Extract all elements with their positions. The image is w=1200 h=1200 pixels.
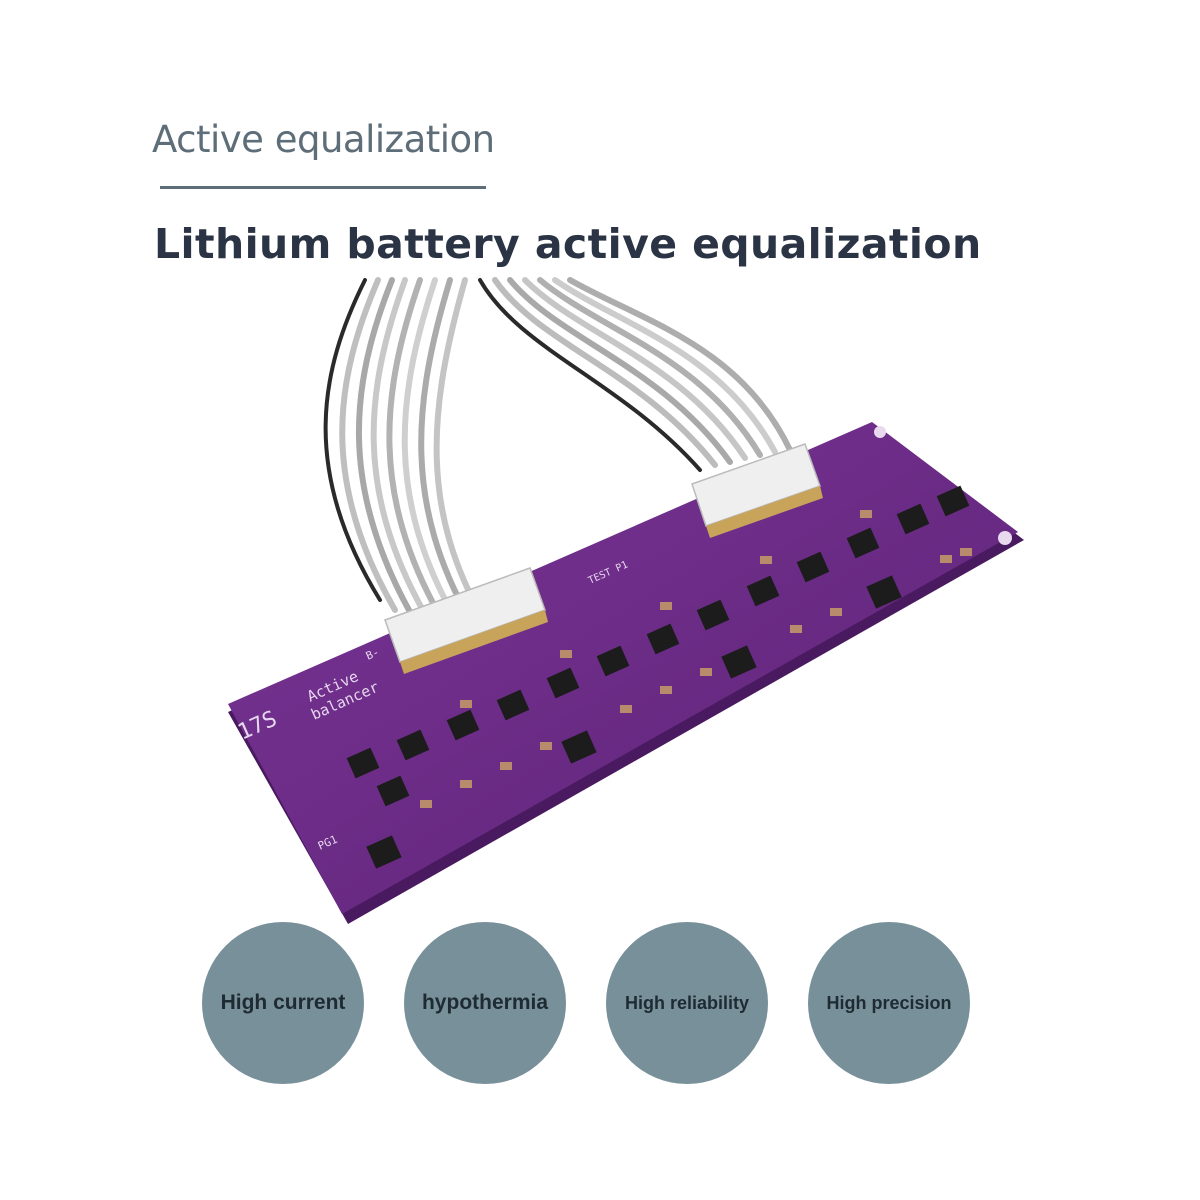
connector-right (691, 443, 823, 538)
feature-badge-high-reliability: High reliability (606, 922, 768, 1084)
product-image: 17S Active balancer B- TEST P1 PG1 (228, 277, 1024, 924)
feature-label: hypothermia (421, 991, 549, 1014)
wire-bundle (323, 277, 793, 625)
feature-label: High precision (826, 992, 952, 1013)
feature-badge-high-precision: High precision (808, 922, 970, 1084)
passive-components (420, 510, 972, 808)
connector-left (384, 567, 548, 674)
subtitle-underline (160, 186, 486, 189)
ic-chips (346, 485, 970, 869)
page-title: Lithium battery active equalization (154, 220, 982, 268)
feature-badge-high-current: High current (202, 922, 364, 1084)
section-subtitle: Active equalization (152, 118, 495, 161)
feature-label: High reliability (624, 992, 750, 1013)
feature-label: High current (220, 991, 346, 1014)
connector-neg-label: B- (364, 645, 381, 662)
feature-badge-hypothermia: hypothermia (404, 922, 566, 1084)
